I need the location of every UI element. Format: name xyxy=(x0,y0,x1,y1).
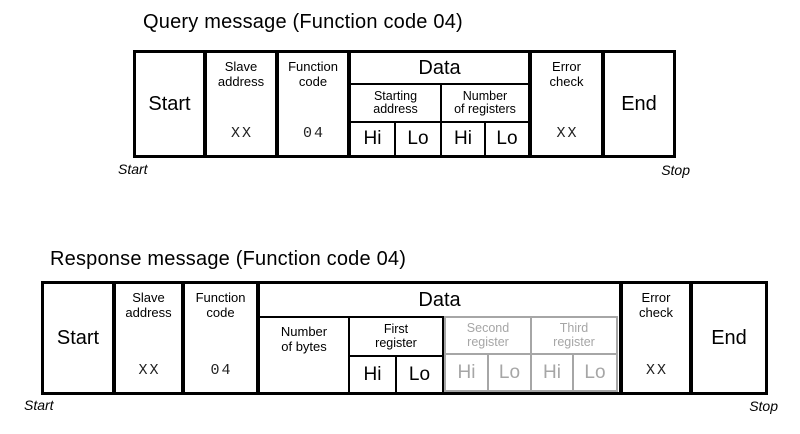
query-data-bytes-row: Hi Lo Hi Lo xyxy=(351,123,528,155)
second-register-subheader: Second register xyxy=(446,318,532,353)
query-cell-error-check: Error check XX xyxy=(532,53,605,155)
second-register-line1: Second xyxy=(466,321,510,335)
query-cell-start: Start xyxy=(136,53,207,155)
num-bytes-line2: of bytes xyxy=(281,338,327,354)
response-start-label: Start xyxy=(56,326,100,349)
num-registers-line2: of registers xyxy=(454,102,516,116)
function-code-label: Function code xyxy=(288,59,338,89)
query-title: Query message (Function code 04) xyxy=(143,11,463,33)
num-registers-line1: Number xyxy=(462,88,508,103)
first-register-subheader: First register xyxy=(350,318,442,357)
starting-address-hi-byte: Hi xyxy=(351,123,396,155)
error-check-line1: Error xyxy=(552,59,581,74)
error-check-value: XX xyxy=(645,362,668,379)
third-register-subheader: Third register xyxy=(532,318,616,353)
optional-registers-group: Second register Third register Hi Lo Hi … xyxy=(444,316,618,392)
function-code-line2: code xyxy=(298,73,328,89)
third-register-line2: register xyxy=(553,334,595,349)
error-check-line2: check xyxy=(549,73,584,89)
second-register-line2: register xyxy=(467,334,509,349)
slave-address-label: Slave address xyxy=(125,290,172,320)
slave-address-line1: Slave xyxy=(132,290,165,305)
starting-address-line2: address xyxy=(373,102,418,116)
first-register-bytes-row: Hi Lo xyxy=(350,357,442,392)
query-data-subheaders: Starting address Number of registers xyxy=(351,85,528,123)
num-registers-lo-byte: Lo xyxy=(496,128,518,149)
response-start-marker: Start xyxy=(24,397,54,413)
response-cell-start: Start xyxy=(44,284,116,392)
query-start-marker: Start xyxy=(118,161,148,177)
first-register-group: First register Hi Lo xyxy=(350,316,444,392)
response-data-header: Data xyxy=(418,288,461,311)
function-code-value: 04 xyxy=(210,362,233,379)
query-data-header: Data xyxy=(351,53,528,85)
query-cell-function-code: Function code 04 xyxy=(279,53,351,155)
slave-address-value: XX xyxy=(138,362,161,379)
second-register-hi-byte: Hi xyxy=(446,355,489,390)
slave-address-line2: address xyxy=(125,304,172,320)
error-check-value: XX xyxy=(556,125,579,142)
third-register-hi-byte: Hi xyxy=(532,355,574,390)
num-bytes-label: Number of bytes xyxy=(280,324,328,392)
starting-address-subheader: Starting address xyxy=(351,85,442,121)
response-end-label: End xyxy=(711,326,747,349)
first-register-line1: First xyxy=(383,322,409,336)
query-cell-slave-address: Slave address XX xyxy=(207,53,279,155)
function-code-line1: Function xyxy=(288,59,338,74)
response-title: Response message (Function code 04) xyxy=(50,248,407,270)
optional-registers-bytes-row: Hi Lo Hi Lo xyxy=(446,355,616,390)
function-code-line1: Function xyxy=(195,290,246,305)
second-register-lo-byte: Lo xyxy=(489,355,532,390)
query-cell-data: Data Starting address Number of register… xyxy=(351,53,532,155)
response-data-body: Number of bytes First register Hi Lo xyxy=(260,316,619,392)
function-code-label: Function code xyxy=(195,290,246,320)
slave-address-line2: address xyxy=(217,73,265,89)
response-frame-table: Start Slave address XX Function code 04 … xyxy=(41,281,768,395)
error-check-line1: Error xyxy=(641,290,671,305)
query-cell-end: End xyxy=(605,53,673,155)
num-bytes-cell: Number of bytes xyxy=(260,316,350,392)
error-check-label: Error check xyxy=(639,290,673,320)
query-stop-marker: Stop xyxy=(661,162,690,178)
query-frame-table: Start Slave address XX Function code 04 … xyxy=(133,50,676,158)
function-code-line2: code xyxy=(206,304,235,320)
num-bytes-line1: Number xyxy=(280,324,328,339)
function-code-value: 04 xyxy=(302,125,325,142)
optional-registers-subheaders: Second register Third register xyxy=(446,318,616,355)
first-register-line2: register xyxy=(375,335,417,350)
response-cell-slave-address: Slave address XX xyxy=(116,284,185,392)
num-registers-subheader: Number of registers xyxy=(442,85,528,121)
slave-address-label: Slave address xyxy=(217,59,265,89)
starting-address-lo-byte: Lo xyxy=(396,123,442,155)
slave-address-line1: Slave xyxy=(224,59,258,74)
query-end-label: End xyxy=(621,92,657,115)
first-register-lo-byte: Lo xyxy=(408,363,431,385)
first-register-hi-byte: Hi xyxy=(350,357,397,392)
num-registers-hi-byte: Hi xyxy=(442,123,486,155)
response-stop-marker: Stop xyxy=(749,398,778,414)
response-cell-error-check: Error check XX xyxy=(623,284,693,392)
error-check-label: Error check xyxy=(549,59,584,89)
error-check-line2: check xyxy=(639,304,673,320)
slave-address-value: XX xyxy=(230,125,253,142)
query-start-label: Start xyxy=(148,92,191,115)
response-cell-end: End xyxy=(693,284,765,392)
response-cell-data: Data Number of bytes First register Hi xyxy=(260,284,623,392)
third-register-lo-byte: Lo xyxy=(584,361,606,383)
response-cell-function-code: Function code 04 xyxy=(185,284,260,392)
third-register-line1: Third xyxy=(559,321,589,335)
starting-address-line1: Starting xyxy=(373,88,418,103)
